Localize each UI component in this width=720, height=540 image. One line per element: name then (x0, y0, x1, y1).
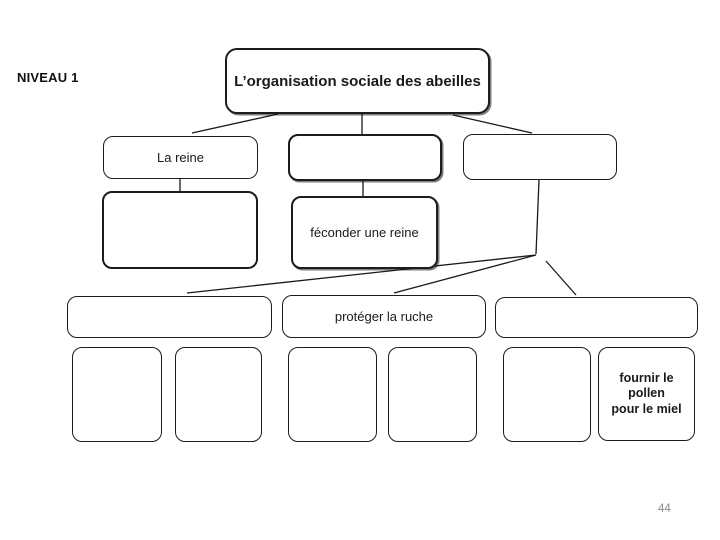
diagram-title-box: L’organisation sociale des abeilles (225, 48, 490, 114)
level5-box-3-empty (288, 347, 377, 442)
page-number: 44 (658, 503, 671, 515)
level5-box-fournir: fournir le pollen pour le miel (598, 347, 695, 441)
level3-label-feconder: féconder une reine (310, 225, 419, 240)
level5-box-4-empty (388, 347, 477, 442)
level2-box-la-reine: La reine (103, 136, 258, 179)
level2-label-la-reine: La reine (157, 150, 204, 165)
level-label: NIVEAU 1 (17, 70, 79, 85)
level4-box-right-empty (495, 297, 698, 338)
level5-box-2-empty (175, 347, 262, 442)
level5-box-1-empty (72, 347, 162, 442)
level4-box-left-empty (67, 296, 272, 338)
level2-box-middle-empty (288, 134, 442, 181)
level3-box-left-empty (102, 191, 258, 269)
level5-label-fournir: fournir le pollen pour le miel (611, 370, 682, 416)
level2-box-right-empty (463, 134, 617, 180)
connector-title-to-right (452, 114, 533, 134)
connector-title-to-lareine (191, 113, 279, 134)
connector-fan-to-wide-right (545, 260, 577, 296)
level4-box-proteger: protéger la ruche (282, 295, 486, 338)
level4-label-proteger: protéger la ruche (334, 309, 434, 324)
level3-box-feconder: féconder une reine (291, 196, 438, 269)
level5-box-5-empty (503, 347, 591, 442)
connector-right-down-long (535, 179, 540, 255)
diagram-title: L’organisation sociale des abeilles (234, 72, 481, 90)
